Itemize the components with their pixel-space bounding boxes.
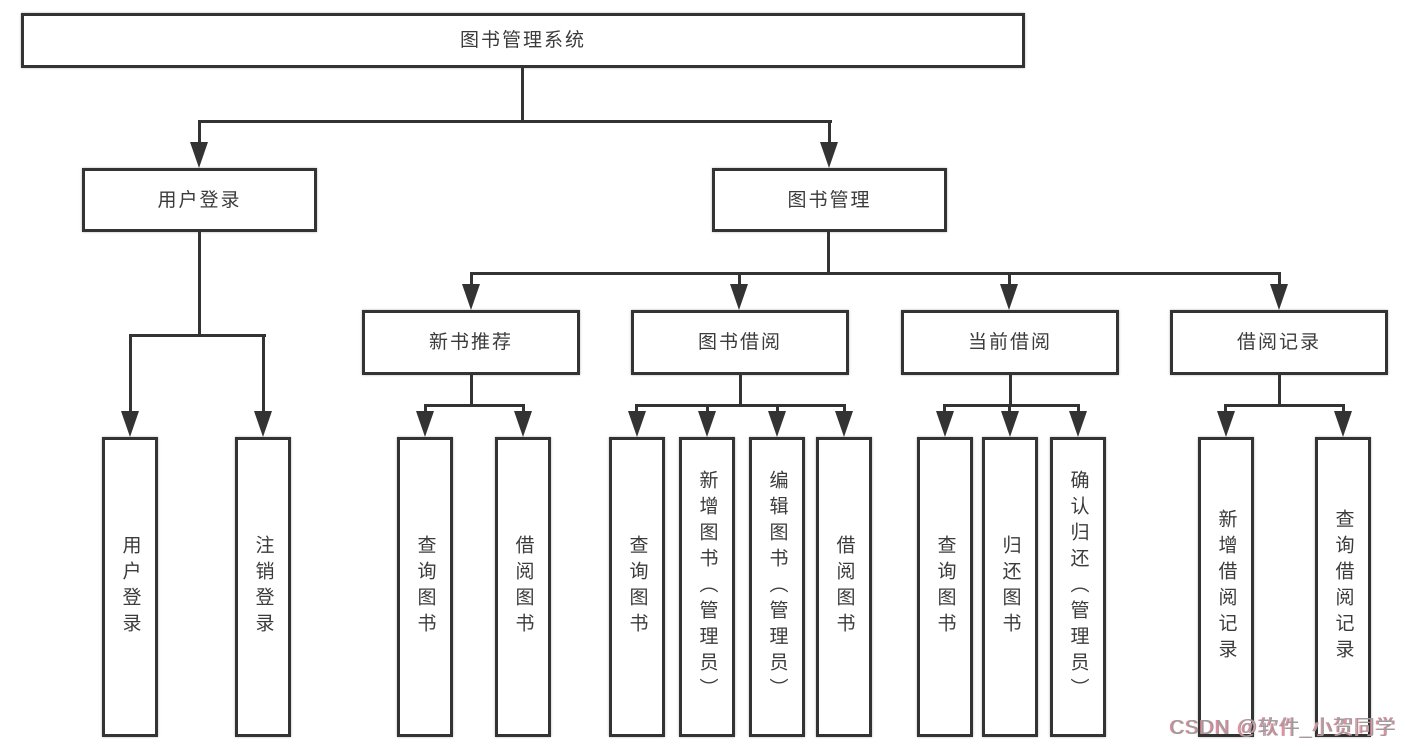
connector-line <box>1224 404 1345 407</box>
connector-line <box>1278 375 1281 407</box>
arrow-down-icon <box>1217 411 1235 437</box>
leaf-query-borrow-record-label: 查询借阅记录 <box>1332 509 1354 665</box>
arrow-down-icon <box>190 142 208 168</box>
connector-line <box>129 334 266 337</box>
connector-line <box>198 232 201 337</box>
connector-line <box>1009 375 1012 407</box>
node-book-management: 图书管理 <box>712 168 947 232</box>
leaf-query-books-label: 查询图书 <box>934 535 956 639</box>
node-borrow-records: 借阅记录 <box>1170 310 1388 375</box>
arrow-down-icon <box>1069 411 1087 437</box>
node-borrow-records-label: 借阅记录 <box>1236 332 1321 353</box>
arrow-down-icon <box>254 411 272 437</box>
node-book-borrowing-label: 图书借阅 <box>697 332 782 353</box>
arrow-down-icon <box>416 411 434 437</box>
connector-line <box>1077 404 1080 414</box>
arrow-down-icon <box>730 284 748 310</box>
leaf-logout: 注销登录 <box>235 437 291 737</box>
leaf-confirm-return-admin: 确认归还（管理员） <box>1050 437 1106 737</box>
connector-line <box>198 120 832 123</box>
leaf-query-books: 查询图书 <box>917 437 973 737</box>
arrow-down-icon <box>698 411 716 437</box>
arrow-down-icon <box>462 284 480 310</box>
arrow-down-icon <box>121 411 139 437</box>
leaf-return-books: 归还图书 <box>982 437 1038 737</box>
connector-line <box>198 120 201 146</box>
connector-line <box>706 404 709 414</box>
connector-line <box>470 272 1281 275</box>
node-current-borrowing: 当前借阅 <box>901 310 1119 375</box>
leaf-query-books-label: 查询图书 <box>414 535 436 639</box>
connector-line <box>424 404 427 414</box>
node-root-label: 图书管理系统 <box>459 30 586 51</box>
connector-line <box>262 334 265 414</box>
leaf-query-books: 查询图书 <box>397 437 453 737</box>
node-user-login-label: 用户登录 <box>157 189 242 211</box>
leaf-query-borrow-record: 查询借阅记录 <box>1315 437 1371 737</box>
connector-line <box>522 404 525 414</box>
connector-line <box>424 404 525 407</box>
arrow-down-icon <box>936 411 954 437</box>
connector-line <box>943 404 1080 407</box>
connector-line <box>776 404 779 414</box>
node-book-management-label: 图书管理 <box>787 189 872 211</box>
leaf-query-books: 查询图书 <box>609 437 665 737</box>
connector-line <box>943 404 946 414</box>
connector-line <box>843 404 846 414</box>
connector-line <box>1008 272 1011 287</box>
node-new-book-recommendation-label: 新书推荐 <box>428 332 513 353</box>
connector-line <box>1342 404 1345 414</box>
leaf-borrow-books: 借阅图书 <box>495 437 551 737</box>
connector-line <box>470 375 473 407</box>
leaf-borrow-books-label: 借阅图书 <box>512 535 534 639</box>
connector-line <box>1224 404 1227 414</box>
arrow-down-icon <box>1334 411 1352 437</box>
node-new-book-recommendation: 新书推荐 <box>362 310 580 375</box>
leaf-confirm-return-admin-label: 确认归还（管理员） <box>1067 470 1089 704</box>
leaf-return-books-label: 归还图书 <box>999 535 1021 639</box>
node-book-borrowing: 图书借阅 <box>631 310 849 375</box>
leaf-add-book-admin-label: 新增图书（管理员） <box>696 470 718 704</box>
connector-line <box>470 272 473 287</box>
leaf-query-books-label: 查询图书 <box>626 535 648 639</box>
connector-line <box>738 272 741 287</box>
arrow-down-icon <box>628 411 646 437</box>
leaf-add-borrow-record: 新增借阅记录 <box>1198 437 1254 737</box>
connector-line <box>827 232 830 275</box>
leaf-add-borrow-record-label: 新增借阅记录 <box>1215 509 1237 665</box>
arrow-down-icon <box>514 411 532 437</box>
connector-line <box>1008 404 1011 414</box>
leaf-borrow-books: 借阅图书 <box>816 437 872 737</box>
connector-line <box>1278 272 1281 287</box>
leaf-edit-book-admin-label: 编辑图书（管理员） <box>766 470 788 704</box>
csdn-watermark: CSDN @软件_小贺同学 <box>1170 717 1397 739</box>
arrow-down-icon <box>768 411 786 437</box>
connector-line <box>739 375 742 407</box>
leaf-add-book-admin: 新增图书（管理员） <box>679 437 735 737</box>
connector-line <box>635 404 846 407</box>
node-root: 图书管理系统 <box>21 13 1025 68</box>
node-current-borrowing-label: 当前借阅 <box>967 332 1052 353</box>
leaf-user-login-label: 用户登录 <box>119 535 141 639</box>
arrow-down-icon <box>820 142 838 168</box>
leaf-borrow-books-label: 借阅图书 <box>833 535 855 639</box>
arrow-down-icon <box>1270 284 1288 310</box>
connector-line <box>521 68 524 123</box>
connector-line <box>828 120 831 146</box>
arrow-down-icon <box>835 411 853 437</box>
leaf-edit-book-admin: 编辑图书（管理员） <box>749 437 805 737</box>
leaf-logout-label: 注销登录 <box>252 535 274 639</box>
node-user-login: 用户登录 <box>82 168 317 232</box>
leaf-user-login: 用户登录 <box>102 437 158 737</box>
arrow-down-icon <box>1000 284 1018 310</box>
connector-line <box>635 404 638 414</box>
connector-line <box>129 334 132 414</box>
arrow-down-icon <box>1001 411 1019 437</box>
